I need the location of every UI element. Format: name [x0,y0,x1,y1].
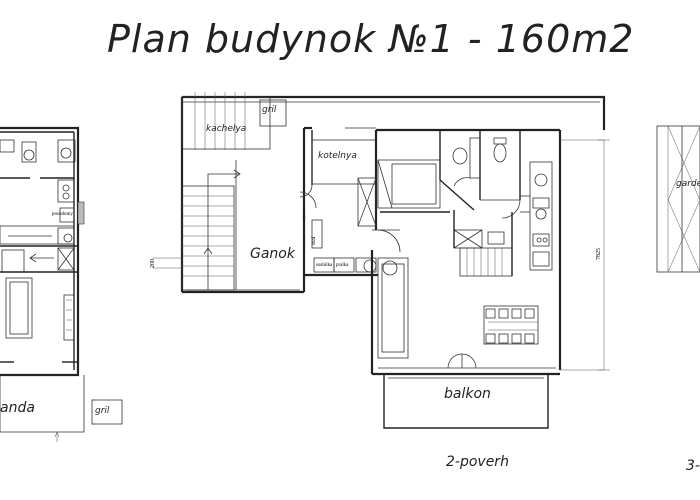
kotelnya-label: kotelnya [318,151,357,161]
svg-text:posudomy: posudomy [52,212,73,217]
right-floor-plan: garder 3- [656,125,700,474]
svg-text:pralka: pralka [336,263,349,268]
center-floor-plan: kachelya gril 200 kotelnya shaf [150,92,610,470]
garden-label: garder [676,179,700,189]
veranda-label: anda [0,400,35,416]
ganok-label: Ganok [250,246,296,262]
dimension-left: 200 [150,259,156,268]
gril-label-bottom: gril [95,406,110,416]
plan-title: Plan budynok №1 - 160m2 [107,17,634,61]
svg-text:shaf: shaf [312,236,317,245]
floor-label-2: 2-poverh [446,454,509,470]
left-floor-plan: posudomy anda gril [0,126,123,442]
gril-label-top: gril [262,105,277,115]
dimension-right: 7825 [596,248,602,260]
kachelya-label: kachelya [206,124,246,134]
svg-text:sushilka: sushilka [316,263,333,268]
balkon-label: balkon [444,386,491,402]
floor-label-3: 3- [686,458,700,474]
